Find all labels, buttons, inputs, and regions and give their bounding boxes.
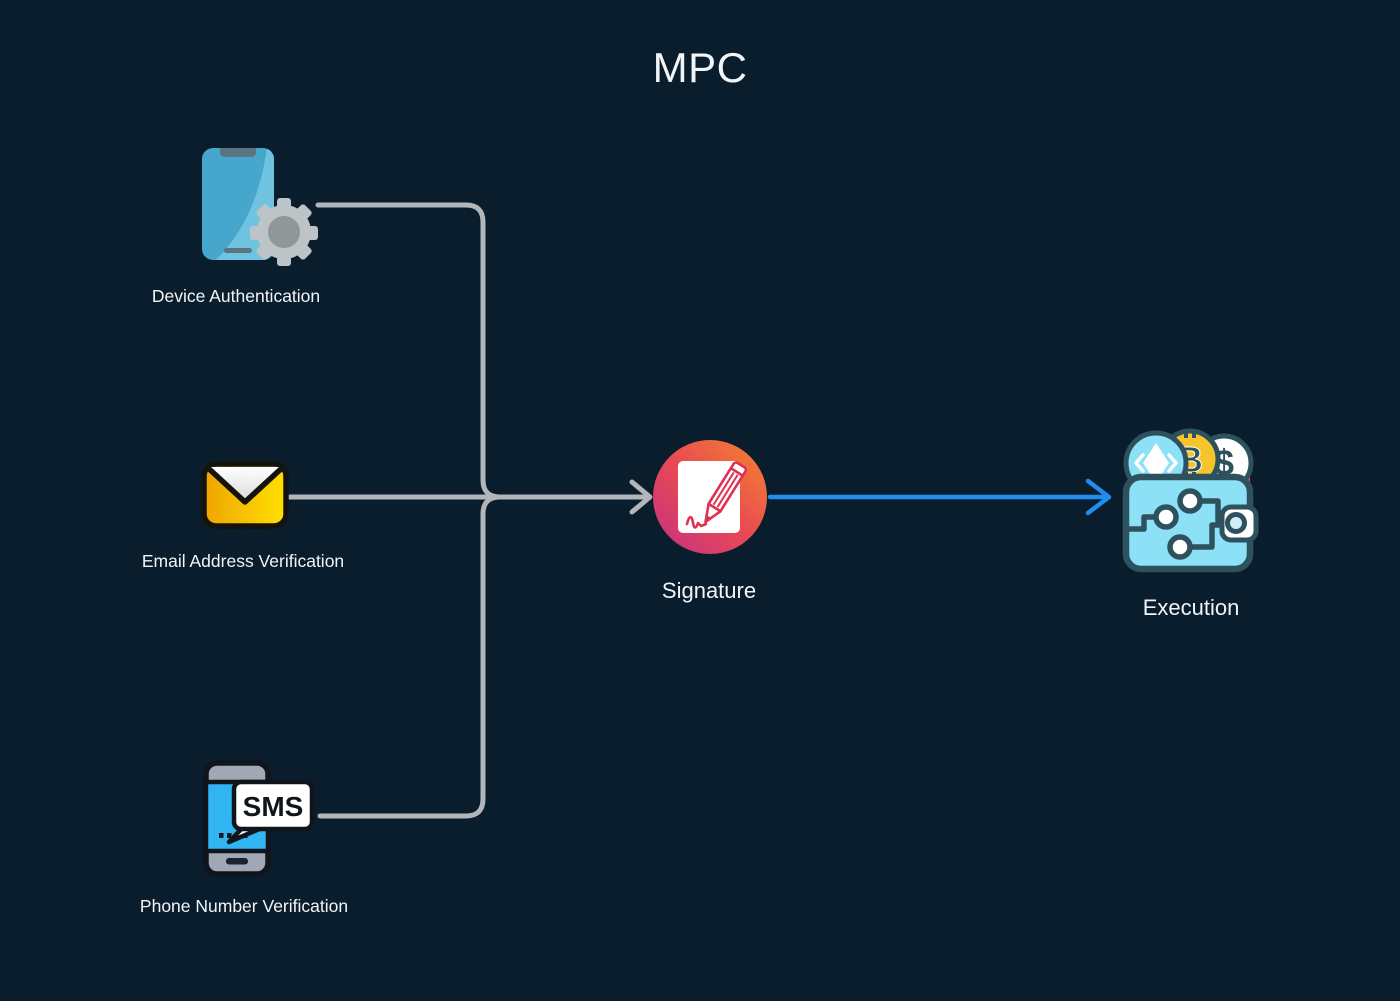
- diagram-title: MPC: [652, 44, 748, 91]
- signature-squiggle: [685, 515, 708, 529]
- device-authentication-label: Device Authentication: [151, 286, 321, 306]
- blue-arrowhead-icon: [1085, 478, 1112, 516]
- envelope-icon: [201, 461, 289, 529]
- execution-label: Execution: [1142, 595, 1240, 620]
- crypto-wallet-icon: $ B: [1122, 428, 1259, 573]
- gear-center: [268, 216, 300, 248]
- phone-gear-icon: [202, 148, 318, 266]
- circuit-nodes: [1153, 488, 1203, 560]
- email-verification-label: Email Address Verification: [141, 551, 345, 571]
- node-device-authentication: [196, 144, 326, 266]
- signed-document-icon: [653, 440, 767, 554]
- phone-sms-icon: SMS: [203, 760, 315, 877]
- signature-label: Signature: [661, 578, 757, 603]
- connector-phone-to-junction: [317, 494, 503, 819]
- phone-home-indicator: [224, 248, 252, 253]
- connector-device-to-junction: [315, 202, 503, 500]
- phone-notch: [220, 148, 256, 157]
- node-execution: $ B: [1118, 423, 1260, 575]
- pencil-tip: [705, 515, 712, 522]
- node-signature: [647, 434, 773, 560]
- envelope-flap: [205, 464, 285, 505]
- phone-verification-label: Phone Number Verification: [139, 896, 349, 916]
- gear-icon: [250, 198, 318, 266]
- wallet-clasp: [1219, 504, 1259, 543]
- node-phone-verification: SMS: [202, 760, 318, 878]
- sms-badge-text: SMS: [243, 791, 304, 822]
- sms-bubble: SMS: [226, 779, 315, 845]
- pencil-icon: [704, 461, 748, 524]
- node-email-verification: [200, 460, 290, 532]
- sms-phone-home-button: [226, 858, 248, 865]
